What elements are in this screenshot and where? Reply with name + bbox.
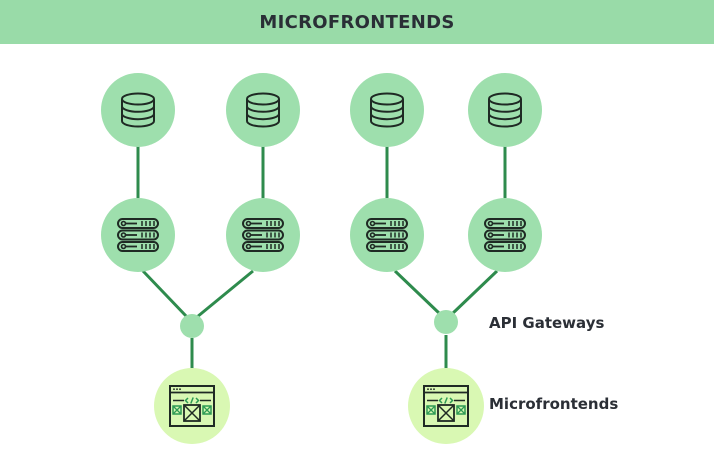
api-gateways-label: API Gateways: [489, 314, 605, 332]
microfrontend-node-2: [408, 368, 484, 444]
api-gateway-node-2: [434, 310, 458, 334]
server-node-1: [101, 198, 175, 272]
server-node-2: [226, 198, 300, 272]
database-node-3: [350, 73, 424, 147]
microfrontends-label: Microfrontends: [489, 395, 619, 413]
connector-line: [393, 269, 442, 316]
connector-line: [141, 269, 189, 319]
microfrontend-node-1: [154, 368, 230, 444]
connector-line: [450, 269, 499, 316]
group-1-connectors: [136, 143, 265, 370]
header-bar: MICROFRONTENDS: [0, 0, 714, 44]
database-node-4: [468, 73, 542, 147]
server-node-3: [350, 198, 424, 272]
server-node-4: [468, 198, 542, 272]
database-node-1: [101, 73, 175, 147]
group-2-connectors: [385, 143, 507, 370]
api-gateway-node-1: [180, 314, 204, 338]
connector-line: [196, 269, 254, 319]
page-title: MICROFRONTENDS: [259, 11, 455, 33]
database-node-2: [226, 73, 300, 147]
